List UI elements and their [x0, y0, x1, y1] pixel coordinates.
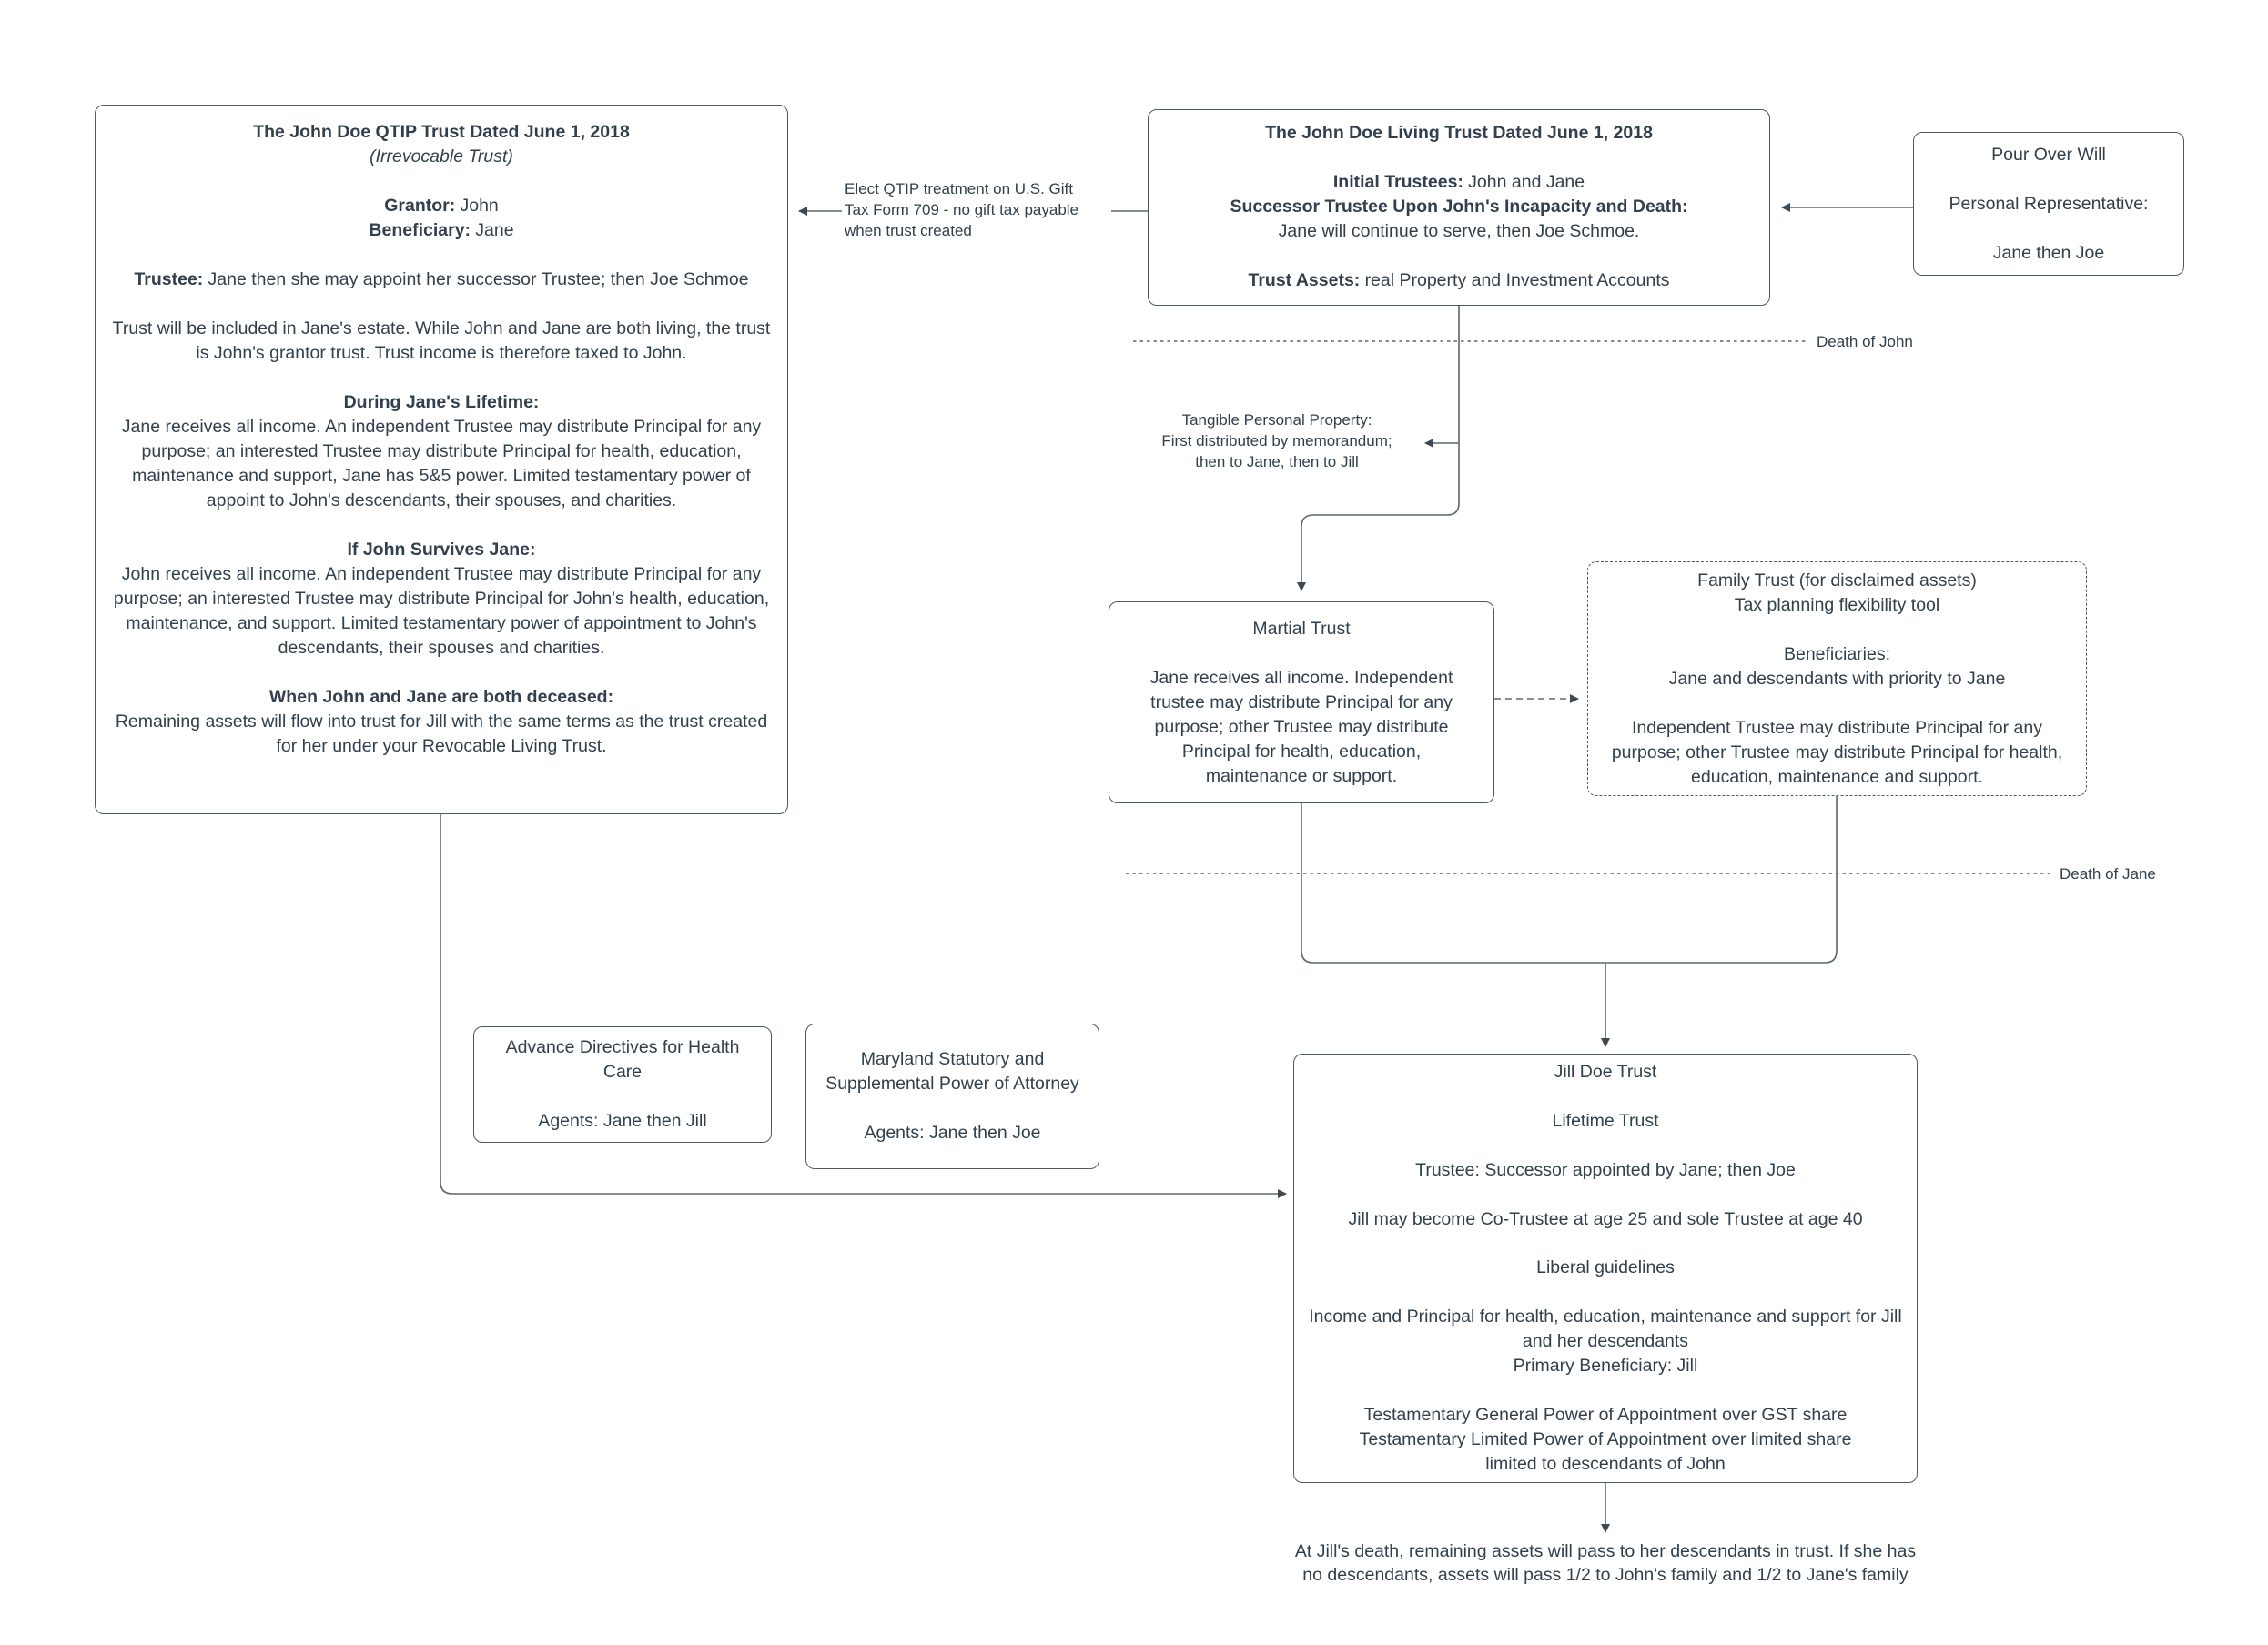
jill-power-3: limited to descendants of John	[1485, 1453, 1726, 1474]
pour-rep: Jane then Joe	[1992, 242, 2105, 263]
wire-marital-to-junction	[1301, 803, 1605, 964]
death-of-john-label: Death of John	[1817, 333, 1913, 350]
family-body: Independent Trustee may distribute Princ…	[1611, 717, 2063, 787]
pour-rep-label: Personal Representative:	[1949, 193, 2149, 214]
wire-family-to-junction	[1605, 796, 1838, 964]
jill-title: Jill Doe Trust	[1554, 1062, 1657, 1083]
qtip-deceased-heading: When John and Jane are both deceased:	[268, 687, 614, 707]
marital-trust-node: Martial Trust Jane receives all income. …	[1109, 601, 1494, 803]
qtip-survives-text: John receives all income. An independent…	[113, 564, 770, 658]
death-of-jane-label: Death of Jane	[2060, 865, 2156, 883]
poa-title: Maryland Statutory and Supplemental Powe…	[825, 1049, 1079, 1094]
family-title: Family Trust (for disclaimed assets)	[1697, 570, 1977, 590]
qtip-subtitle: (Irrevocable Trust)	[370, 146, 513, 167]
power-of-attorney-node: Maryland Statutory and Supplemental Powe…	[805, 1024, 1099, 1169]
jill-primary-beneficiary: Primary Beneficiary: Jill	[1513, 1356, 1698, 1377]
living-trust-node: The John Doe Living Trust Dated June 1, …	[1148, 109, 1770, 306]
living-successor-heading: Successor Trustee Upon John's Incapacity…	[1230, 197, 1688, 217]
jill-doe-trust-node: Jill Doe Trust Lifetime Trust Trustee: S…	[1293, 1054, 1918, 1483]
qtip-during-heading: During Jane's Lifetime:	[343, 392, 540, 412]
qtip-title: The John Doe QTIP Trust Dated June 1, 20…	[253, 122, 630, 142]
qtip-deceased-text: Remaining assets will flow into trust fo…	[115, 711, 768, 756]
family-subtitle: Tax planning flexibility tool	[1734, 594, 1940, 615]
advance-title: Advance Directives for Health Care	[505, 1037, 740, 1082]
pour-over-will-node: Pour Over Will Personal Representative: …	[1913, 132, 2184, 276]
qtip-beneficiary: Beneficiary:Jane	[369, 220, 514, 240]
qtip-trustee: Trustee:Jane then she may appoint her su…	[134, 269, 749, 289]
marital-title: Martial Trust	[1252, 618, 1351, 639]
family-beneficiaries: Jane and descendants with priority to Ja…	[1668, 668, 2006, 689]
poa-agents: Agents: Jane then Joe	[864, 1123, 1041, 1143]
jill-cotrustee: Jill may become Co-Trustee at age 25 and…	[1348, 1208, 1863, 1229]
qtip-during-text: Jane receives all income. An independent…	[121, 417, 762, 510]
qtip-estate-note: Trust will be included in Jane's estate.…	[112, 318, 771, 363]
marital-body: Jane receives all income. Independent tr…	[1149, 667, 1453, 786]
family-trust-node: Family Trust (for disclaimed assets) Tax…	[1587, 561, 2087, 796]
qtip-survives-heading: If John Survives Jane:	[347, 540, 536, 560]
jill-power-2: Testamentary Limited Power of Appointmen…	[1359, 1428, 1852, 1449]
qtip-trust-node: The John Doe QTIP Trust Dated June 1, 20…	[95, 105, 788, 814]
advance-directives-node: Advance Directives for Health Care Agent…	[473, 1026, 772, 1143]
jill-guidelines: Liberal guidelines	[1536, 1257, 1675, 1278]
pour-title: Pour Over Will	[1991, 144, 2106, 165]
qtip-election-label: Elect QTIP treatment on U.S. Gift Tax Fo…	[842, 178, 1111, 241]
tangible-property-note: Tangible Personal Property: First distri…	[1161, 411, 1392, 470]
jill-death-footnote: At Jill's death, remaining assets will p…	[1294, 1541, 1917, 1585]
jill-hems: Income and Principal for health, educati…	[1309, 1307, 1902, 1352]
qtip-grantor: Grantor:John	[384, 196, 499, 216]
jill-trustee: Trustee: Successor appointed by Jane; th…	[1415, 1159, 1796, 1180]
jill-power-1: Testamentary General Power of Appointmen…	[1363, 1404, 1848, 1425]
advance-agents: Agents: Jane then Jill	[538, 1111, 707, 1131]
jill-type: Lifetime Trust	[1552, 1110, 1659, 1131]
living-successor-text: Jane will continue to serve, then Joe Sc…	[1278, 221, 1640, 241]
family-beneficiaries-heading: Beneficiaries:	[1783, 643, 1891, 664]
living-initial-trustees: Initial Trustees:John and Jane	[1332, 172, 1585, 192]
living-title: The John Doe Living Trust Dated June 1, …	[1265, 123, 1653, 143]
living-assets: Trust Assets:real Property and Investmen…	[1248, 270, 1670, 290]
